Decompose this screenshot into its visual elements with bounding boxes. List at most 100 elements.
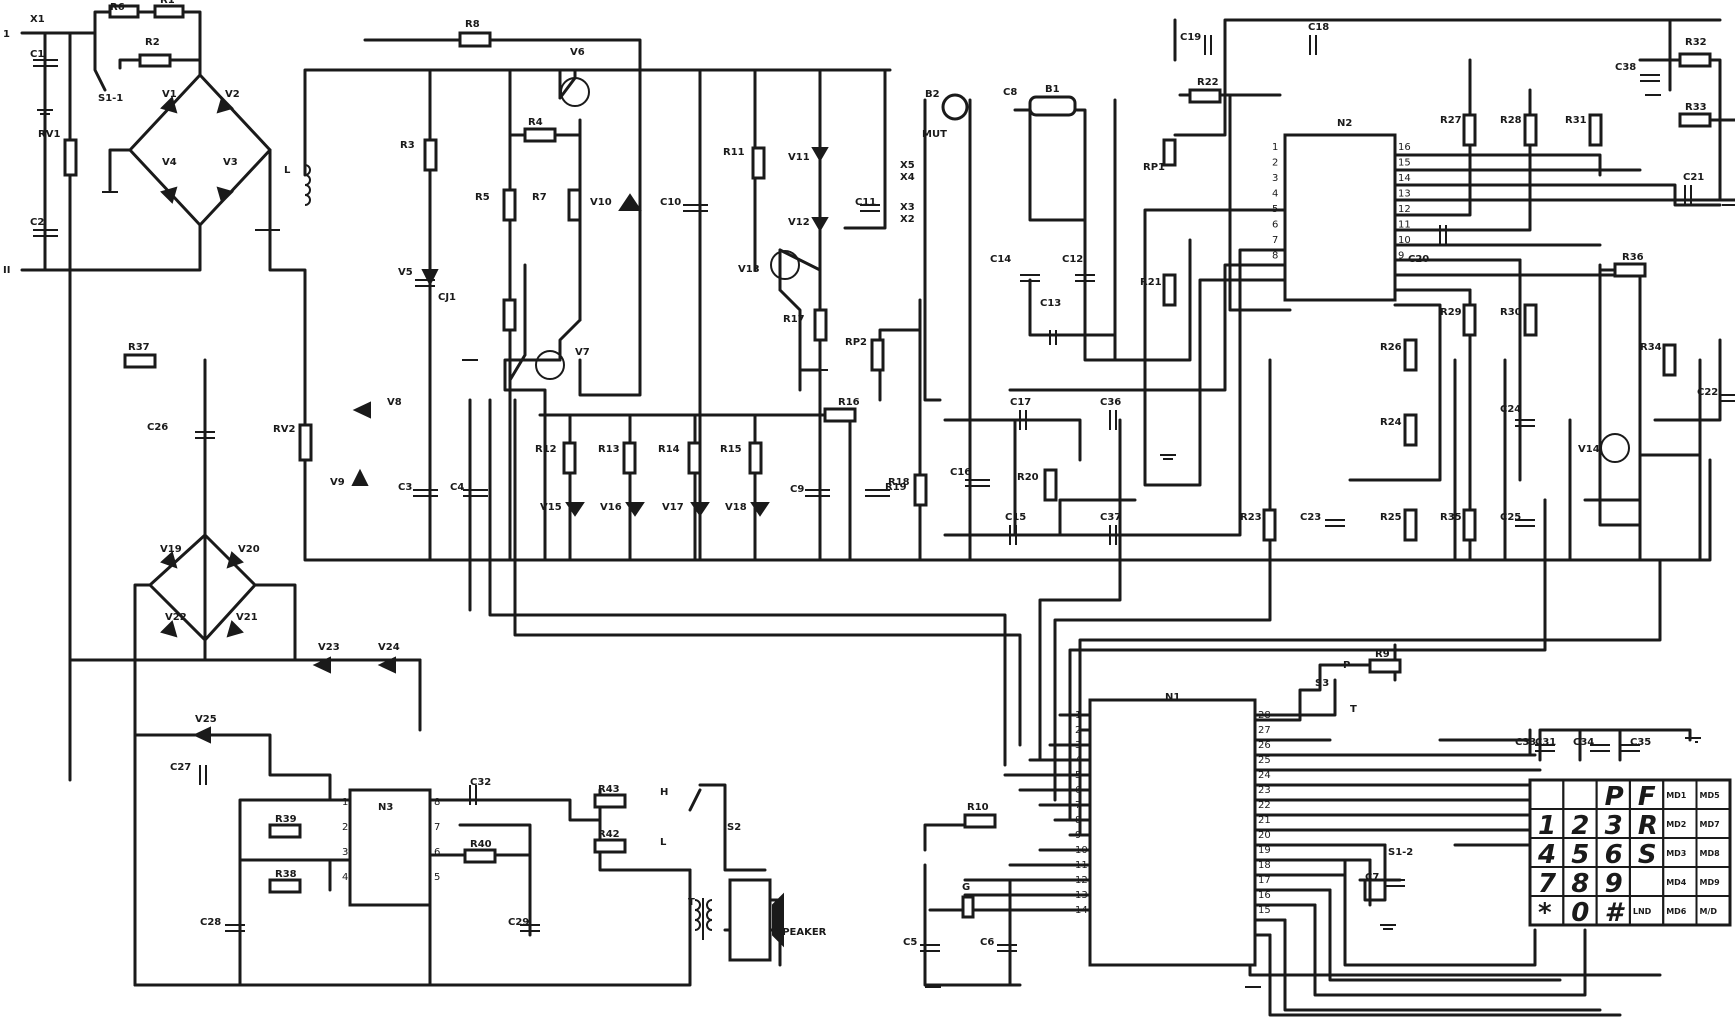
resistor-body	[1403, 413, 1418, 447]
ic-pin-number: 15	[1398, 158, 1411, 169]
label-r12: R12	[535, 444, 557, 455]
label-r27: R27	[1440, 115, 1462, 126]
ic-pin-number: 12	[1075, 875, 1088, 886]
label-c16: C16	[950, 467, 971, 478]
transistor-v6	[560, 77, 590, 107]
cap-plates	[1325, 394, 1735, 527]
keypad-key-label: S	[1638, 840, 1657, 870]
keypad-key-label: 8	[1571, 869, 1589, 899]
label-r9: R9	[1375, 649, 1390, 660]
label-c34: C34	[1573, 737, 1594, 748]
label-c32: C32	[470, 777, 491, 788]
cap-plates	[1535, 744, 1640, 752]
label-r29: R29	[1440, 307, 1462, 318]
label-c37: C37	[1100, 512, 1121, 523]
ic-pin-number: 3	[342, 847, 348, 858]
ic-pin-number: 11	[1398, 220, 1411, 231]
components	[33, 4, 1735, 988]
label-r11: R11	[723, 147, 745, 158]
label-r8: R8	[465, 19, 480, 30]
ic-pin-number: 27	[1258, 725, 1271, 736]
resistor-body	[823, 407, 857, 423]
keypad-key-label: LND	[1633, 907, 1652, 916]
resistor-body	[268, 823, 302, 839]
crystal-g	[961, 895, 975, 919]
ic-pin-number: 4	[1075, 755, 1081, 766]
label-c4: C4	[450, 482, 464, 493]
label-r6: R6	[110, 2, 125, 13]
label-r34: R34	[1640, 342, 1662, 353]
switch-s2-label: S2	[727, 822, 741, 833]
ic-pin-number: 7	[434, 822, 440, 833]
resistor-body	[1403, 338, 1418, 372]
labels: 1 X1 II S1-1 S2 S3 P T S1-2 MUT H L N2 N…	[3, 0, 1718, 948]
bridge-diodes-2	[160, 551, 244, 638]
resistor-body	[123, 353, 157, 369]
label-c36: C36	[1100, 397, 1121, 408]
resistor-body	[1462, 508, 1477, 542]
resistor-body	[1403, 508, 1418, 542]
transformer-label: T	[688, 897, 695, 908]
resistor-body	[502, 188, 517, 222]
keypad-key-label: 6	[1605, 840, 1623, 870]
resistor-body	[1523, 113, 1538, 147]
label-r37: R37	[128, 342, 150, 353]
resistor-body	[1162, 273, 1177, 307]
keypad-key-label: F	[1638, 782, 1656, 812]
resistor-body	[1462, 303, 1477, 337]
mic-b1-label: B1	[1045, 84, 1060, 95]
mic-b2	[941, 93, 969, 121]
label-v3: V3	[223, 157, 238, 168]
ic-pin-number: 16	[1258, 890, 1271, 901]
resistor-body	[1523, 303, 1538, 337]
terminal-x1: X1	[30, 14, 45, 25]
label-r26: R26	[1380, 342, 1402, 353]
ic-pin-number: 5	[434, 872, 440, 883]
resistor-body	[1588, 113, 1603, 147]
ic-pin-number: 21	[1258, 815, 1271, 826]
resistor-body	[913, 473, 928, 507]
ic-pin-number: 16	[1398, 142, 1411, 153]
label-r2: R2	[145, 37, 160, 48]
ground-symbols	[37, 94, 1735, 988]
bridge-diodes-1	[160, 96, 234, 204]
connector-x3: X3	[900, 202, 915, 213]
keypad-key-label: #	[1605, 898, 1626, 928]
inductor-label: L	[284, 165, 291, 176]
keypad-key-label: MD3	[1666, 849, 1686, 858]
ic-pin-number: 15	[1258, 905, 1271, 916]
ic-pin-number: 20	[1258, 830, 1271, 841]
label-v20: V20	[238, 544, 260, 555]
label-c13: C13	[1040, 298, 1061, 309]
connector-x5: X5	[900, 160, 915, 171]
keypad-key-label: 7	[1538, 869, 1557, 899]
diode-bodies	[351, 193, 642, 486]
label-v4: V4	[162, 157, 177, 168]
cap-plates	[1109, 35, 1317, 545]
cap-plates	[805, 479, 990, 497]
speaker-cone	[772, 892, 784, 948]
resistor-body	[562, 441, 577, 475]
label-c35: C35	[1630, 737, 1651, 748]
keypad-key-label: MD8	[1700, 849, 1721, 858]
keypad-key-label: 4	[1537, 840, 1556, 870]
ic-pin-number: 4	[1272, 189, 1278, 200]
ic-pin-number: 19	[1258, 845, 1271, 856]
label-v17: V17	[662, 502, 684, 513]
label-c19: C19	[1180, 32, 1201, 43]
ic-pin-number: 1	[1075, 710, 1081, 721]
ic-pin-number: 7	[1075, 800, 1081, 811]
label-v9: V9	[330, 477, 345, 488]
resistor-body	[458, 31, 492, 48]
resistor-body	[138, 53, 172, 68]
resistor-body	[1043, 468, 1058, 502]
label-r4: R4	[528, 117, 543, 128]
resistor-body	[108, 4, 140, 19]
ic-pin-number: 5	[1272, 204, 1278, 215]
keypad-key	[1695, 895, 1731, 926]
transistor-v7	[535, 350, 565, 380]
resistor-body	[1262, 508, 1277, 542]
inductor-coil	[304, 164, 311, 206]
